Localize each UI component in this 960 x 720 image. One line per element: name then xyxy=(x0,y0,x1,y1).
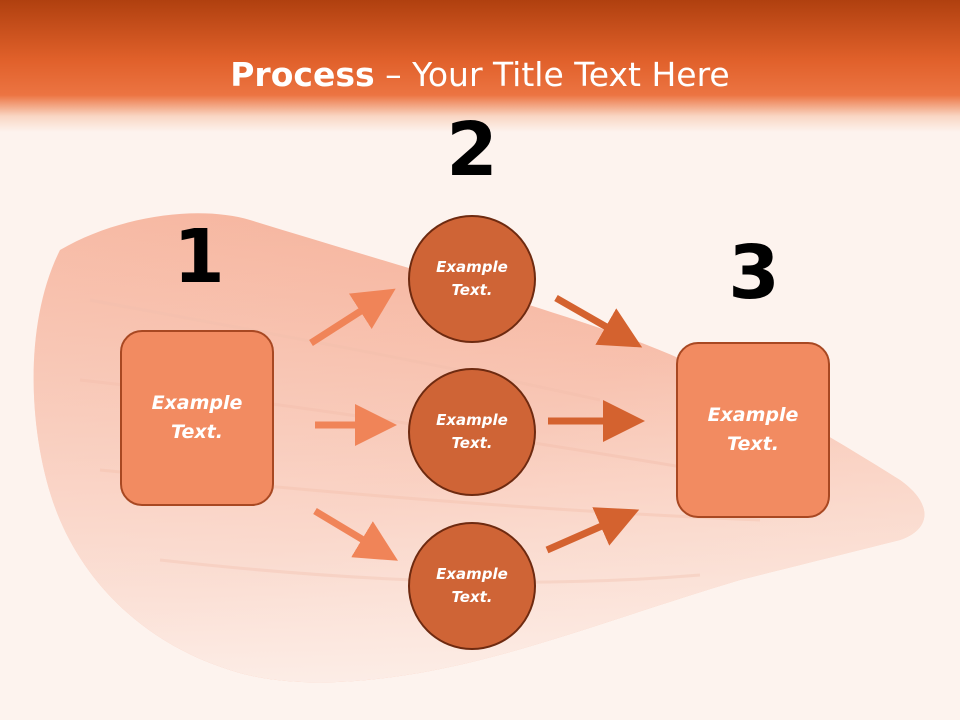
middle-circle-text: Example Text. xyxy=(436,411,508,452)
step-number-3: 3 xyxy=(728,230,780,316)
step-number-2: 2 xyxy=(446,107,498,193)
middle-process-circle: Example Text. xyxy=(408,368,536,496)
title-rest: – Your Title Text Here xyxy=(374,55,730,94)
title-bar xyxy=(0,0,960,132)
top-circle-text: Example Text. xyxy=(436,258,508,299)
arrow-bottom-circle-to-box xyxy=(545,507,640,554)
title-bold: Process xyxy=(230,55,375,94)
arrow-top-circle-to-box xyxy=(554,294,643,348)
right-process-box: Example Text. xyxy=(676,342,830,518)
arrow-box-to-top-circle xyxy=(309,288,396,346)
left-box-text: Example Text. xyxy=(151,392,243,443)
slide-title: Process – Your Title Text Here xyxy=(0,52,960,98)
top-process-circle: Example Text. xyxy=(408,215,536,343)
left-process-box: Example Text. xyxy=(120,330,274,506)
right-box-text: Example Text. xyxy=(707,404,799,455)
bottom-process-circle: Example Text. xyxy=(408,522,536,650)
bottom-circle-text: Example Text. xyxy=(436,565,508,606)
step-number-1: 1 xyxy=(173,214,225,300)
arrow-box-to-bottom-circle xyxy=(313,507,399,561)
